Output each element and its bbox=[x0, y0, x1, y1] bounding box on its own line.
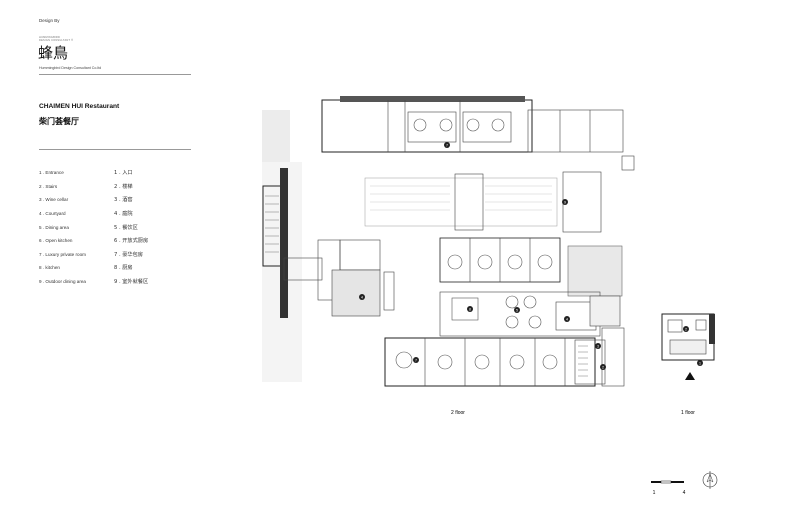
svg-text:8: 8 bbox=[469, 307, 471, 311]
east-kitchen-block bbox=[567, 245, 623, 297]
west-dining-room bbox=[283, 257, 323, 281]
marker-private-room-south: 7 bbox=[413, 357, 419, 363]
svg-text:9: 9 bbox=[564, 200, 566, 204]
outdoor-courtyard-deck bbox=[364, 177, 558, 227]
west-wall bbox=[280, 168, 288, 318]
first-floor-lobby bbox=[669, 339, 707, 355]
middle-room-west bbox=[339, 239, 381, 271]
marker-stairs-1f: 2 bbox=[683, 326, 689, 332]
north-arrow-icon bbox=[702, 471, 718, 489]
north-east-block bbox=[527, 109, 624, 153]
second-floor-label: 2 floor bbox=[451, 410, 465, 416]
east-service-room bbox=[589, 295, 621, 327]
marker-stairs: 2 bbox=[600, 364, 606, 370]
marker-outdoor-dining: 9 bbox=[562, 199, 568, 205]
central-dining-tables bbox=[451, 295, 542, 329]
svg-text:2: 2 bbox=[602, 365, 604, 369]
marker-courtyard-east: 4 bbox=[564, 316, 570, 322]
south-private-rooms bbox=[384, 337, 596, 387]
central-dining-area bbox=[439, 291, 601, 337]
east-outdoor-dining bbox=[562, 171, 602, 233]
marker-wine-cellar: 3 bbox=[595, 343, 601, 349]
svg-text:7: 7 bbox=[446, 143, 448, 147]
title-divider bbox=[39, 149, 191, 150]
svg-text:5: 5 bbox=[516, 308, 518, 312]
first-floor-room bbox=[695, 319, 707, 331]
brand-logo-text: 蜂鳥 bbox=[38, 44, 69, 62]
entrance-arrow-icon bbox=[685, 372, 695, 380]
marker-entrance: 1 bbox=[697, 360, 703, 366]
first-floor-plan bbox=[661, 313, 715, 361]
first-floor-label: 1 floor bbox=[681, 410, 695, 416]
marker-kitchen: 8 bbox=[467, 306, 473, 312]
brand-tiny-text: HUMMINGBIRD DESIGN CONSULTANT ® bbox=[39, 36, 73, 42]
svg-text:1: 1 bbox=[699, 361, 701, 365]
deck-lines bbox=[370, 185, 552, 211]
north-room-b bbox=[462, 111, 512, 143]
north-wall bbox=[340, 96, 525, 102]
south-stair-treads bbox=[578, 345, 588, 377]
north-round-tables bbox=[413, 118, 505, 132]
second-floor-plan bbox=[262, 96, 635, 387]
svg-text:4: 4 bbox=[361, 295, 363, 299]
project-title-en: CHAIMEN HUI Restaurant bbox=[39, 103, 120, 110]
west-terrace bbox=[262, 110, 290, 164]
first-floor-wall bbox=[709, 314, 715, 344]
brand-tiny-line-2: DESIGN CONSULTANT ® bbox=[39, 39, 74, 42]
south-stairs bbox=[574, 339, 606, 385]
first-floor-stair bbox=[667, 319, 683, 333]
south-round-tables bbox=[395, 351, 558, 370]
marker-courtyard-west: 4 bbox=[359, 294, 365, 300]
svg-text:2: 2 bbox=[685, 327, 687, 331]
scale-bar: 1 4 bbox=[651, 480, 686, 496]
company-name: Hummingbird Design Consultant Co.ltd bbox=[39, 66, 102, 70]
svg-text:4: 4 bbox=[566, 317, 568, 321]
courtyard-seating bbox=[454, 173, 484, 231]
header-divider bbox=[39, 74, 191, 75]
second-floor-markers: 7 9 4 8 5 4 7 3 2 bbox=[359, 142, 606, 370]
design-by-label: Design By bbox=[39, 18, 60, 23]
south-east-block bbox=[601, 327, 625, 387]
left-stair-treads bbox=[265, 195, 279, 253]
courtyard-column bbox=[383, 271, 395, 311]
first-floor-markers: 2 1 bbox=[683, 326, 703, 366]
marker-private-room-north: 7 bbox=[444, 142, 450, 148]
north-room-a bbox=[407, 111, 457, 143]
middle-round-tables bbox=[447, 254, 553, 270]
marker-dining-area: 5 bbox=[514, 307, 520, 313]
scale-start-label: 1 bbox=[653, 490, 656, 496]
svg-text:3: 3 bbox=[597, 344, 599, 348]
north-private-room-block bbox=[321, 99, 533, 153]
scale-end-label: 4 bbox=[683, 490, 686, 496]
courtyard-west bbox=[331, 269, 381, 317]
north-east-kiosk bbox=[621, 155, 635, 171]
project-title-cn: 柴门荟餐厅 bbox=[39, 117, 79, 126]
svg-text:7: 7 bbox=[415, 358, 417, 362]
brand-tiny-line-1: HUMMINGBIRD bbox=[39, 36, 61, 39]
